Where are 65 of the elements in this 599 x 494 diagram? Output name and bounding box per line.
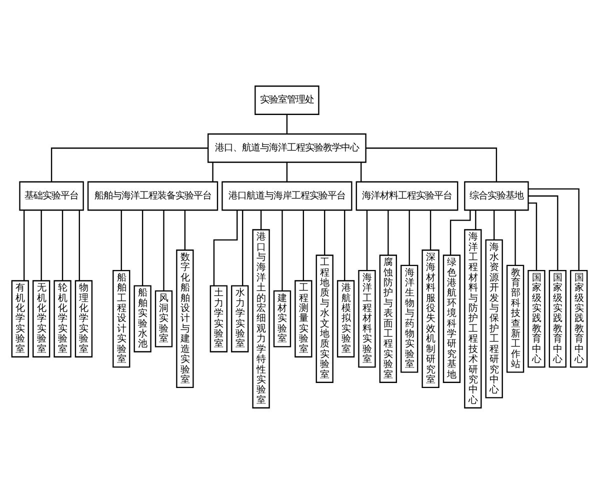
connector [142, 210, 144, 286]
node-box: 综合实验基地 [464, 181, 529, 211]
node-box: 腐蚀防护与表面工程实验室 [379, 254, 397, 383]
connector [78, 210, 80, 281]
node-box: 海水资源开发与保护工程研究中心 [485, 239, 503, 398]
connector [408, 210, 410, 266]
node-box: 港航模拟实验室 [336, 280, 355, 358]
node-box: 轮机化学实验室 [54, 280, 72, 358]
connector [360, 162, 362, 182]
connector [324, 210, 326, 256]
connector [430, 210, 432, 250]
node-box: 实验室管理处 [254, 86, 320, 115]
connector [302, 210, 304, 281]
node-box: 工程测量实验室 [294, 280, 312, 358]
node-box: 基础实验平台 [19, 181, 84, 211]
connector [242, 210, 244, 286]
connector [494, 210, 495, 240]
node-box: 船舶与海洋工程装备实验平台 [87, 181, 218, 211]
connector [450, 210, 471, 256]
connector [282, 210, 283, 291]
connector [213, 210, 238, 286]
connector [184, 210, 186, 250]
node-box: 教育部科技查新工作站 [506, 264, 524, 373]
connector [344, 210, 346, 281]
node-box: 无机化学实验室 [32, 280, 50, 358]
connector [62, 210, 64, 281]
connector [120, 210, 122, 270]
connector [212, 162, 214, 182]
node-box: 海洋工程材料实验室 [358, 270, 376, 368]
node-box: 工程地质与水文地质实验室 [316, 254, 334, 383]
node-box: 港口与海洋土的宏细观力学特性实验室 [252, 229, 270, 408]
connector [366, 148, 498, 182]
connector [528, 202, 538, 270]
node-box: 国家级实践教育中心 [528, 270, 546, 368]
node-box: 深海材料服役失效机制研究室 [422, 250, 440, 388]
node-box: 国家级实践教育中心 [548, 270, 566, 368]
connector [388, 210, 389, 256]
connector [23, 210, 25, 281]
connector [475, 210, 476, 230]
connector [163, 210, 164, 291]
node-box: 建材实验室 [273, 290, 292, 348]
connector [514, 210, 516, 266]
node-box: 水力学实验室 [231, 285, 249, 352]
connector [260, 210, 262, 230]
node-box: 船舶实验水池 [134, 285, 152, 352]
connector [50, 148, 208, 182]
node-box: 海洋生物与药物实验室 [400, 264, 418, 373]
connector [528, 188, 580, 270]
node-box: 有机化学实验室 [11, 280, 29, 358]
connector [366, 210, 368, 270]
connector [528, 195, 558, 270]
connector [286, 162, 288, 182]
node-box: 绿色港航环境科学研究基地 [442, 254, 461, 383]
node-box: 物理化学实验室 [74, 280, 93, 358]
node-box: 土力学实验室 [210, 285, 228, 352]
node-box: 海洋材料工程实验平台 [356, 181, 458, 211]
connector [40, 210, 42, 281]
node-box: 风洞实验室 [154, 290, 173, 348]
node-box: 海洋工程材料与防护工程技术研究中心 [464, 229, 482, 408]
node-box: 国家级实践教育中心 [570, 270, 588, 368]
node-box: 数字化船舶设计与建造实验室 [176, 250, 194, 388]
connector [286, 114, 288, 134]
node-box: 船舶工程设计实验室 [112, 270, 130, 368]
node-box: 港口航道与海岸工程实验平台 [222, 181, 352, 211]
node-box: 港口、航道与海洋工程实验教学中心 [208, 133, 366, 163]
